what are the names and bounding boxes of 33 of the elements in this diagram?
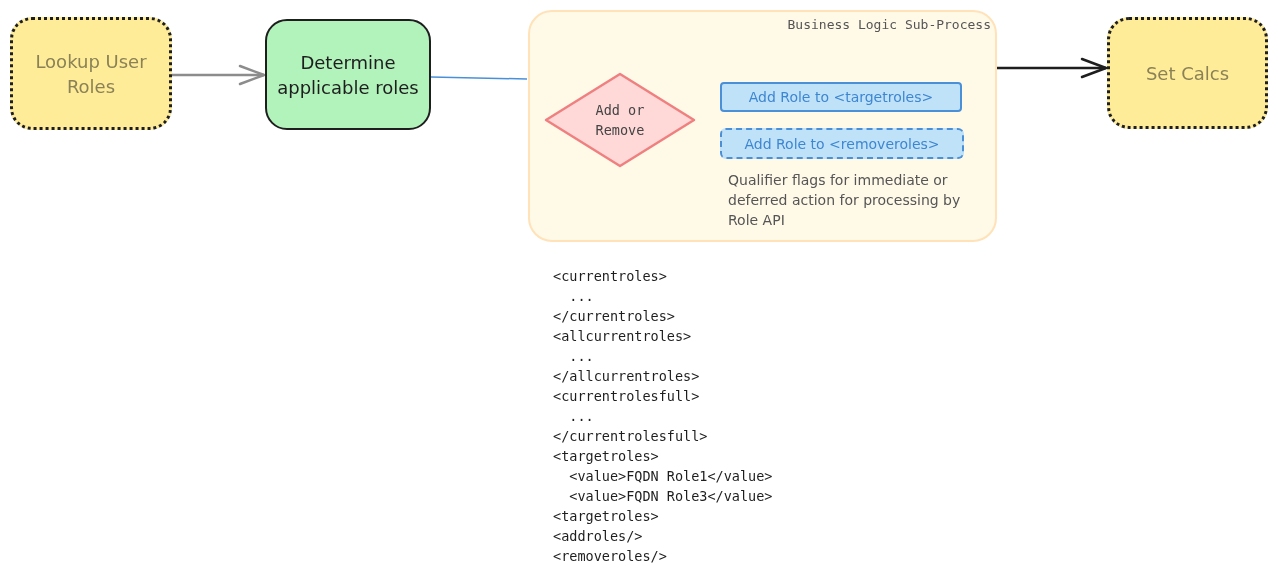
process-box [1107,17,1268,129]
code-line: <value>FQDN Role3</value> [568,487,773,506]
code-line: <currentrolesfull> [553,387,700,406]
node-label: Add Role to <targetroles> [748,89,934,105]
node-label: Add or Remove [594,101,646,140]
code-line: ... [568,287,594,306]
code-line: <allcurrentroles> [553,327,692,346]
code-line: <targetroles> [553,507,659,526]
container-title: Business Logic Sub-Process [787,17,991,32]
arrow [172,64,266,86]
code-line: </currentrolesfull> [553,427,708,446]
subprocess-container [528,10,997,242]
process-box [10,17,172,130]
node-label: Set Calcs [1144,61,1231,86]
code-line: <addroles/> [553,527,643,546]
node-label: Lookup User Roles [34,49,148,99]
decision-diamond [544,72,696,168]
node-label: Determine applicable roles [276,50,420,100]
code-line: </currentroles> [553,307,675,326]
code-line: <targetroles> [553,447,659,466]
code-line: ... [568,347,594,366]
code-line: <removeroles/> [553,547,667,566]
note-text: Qualifier flags for immediate or deferred action for processing by Role API [728,171,962,230]
code-line: <currentroles> [553,267,667,286]
action-box [720,82,962,112]
node-label: Add Role to <removeroles> [744,135,940,152]
action-box [720,128,964,159]
code-line: ... [568,407,594,426]
connector-line [430,76,528,80]
code-line: <value>FQDN Role1</value> [568,467,773,486]
code-line: </allcurrentroles> [553,367,700,386]
arrow [997,57,1108,79]
process-box [265,19,431,130]
